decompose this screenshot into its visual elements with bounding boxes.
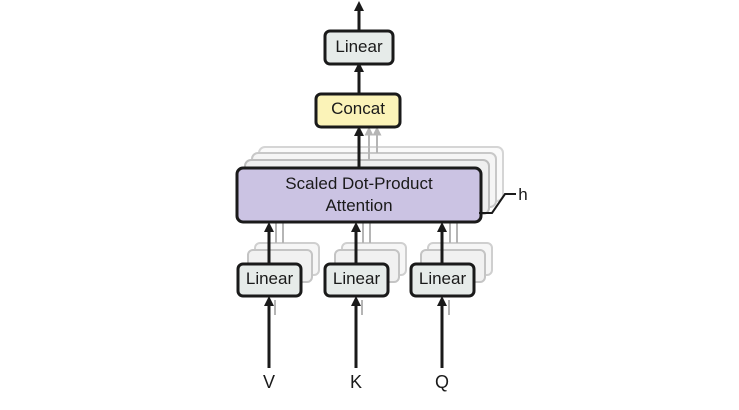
heads-label: h: [518, 185, 528, 204]
concat-box: [314, 92, 402, 129]
input-v-label: V: [262, 372, 275, 392]
linear-q-box: [409, 262, 476, 298]
linear-k-label: Linear: [332, 269, 381, 288]
attention-label-line2: Attention: [325, 196, 393, 215]
top-linear-box: [323, 29, 395, 66]
heads-bracket-icon: [479, 193, 516, 214]
main-arrows: [264, 1, 447, 368]
attention-label-line1: Scaled Dot-Product: [285, 174, 433, 193]
linear-q-label: Linear: [418, 269, 467, 288]
input-k-label: K: [349, 372, 362, 392]
top-linear-label: Linear: [335, 37, 383, 56]
linear-v-box: [236, 262, 303, 298]
linear-k-box: [323, 262, 390, 298]
attention-box: [235, 166, 483, 224]
concat-label: Concat: [331, 99, 385, 118]
input-q-label: Q: [434, 372, 449, 392]
linear-v-label: Linear: [245, 269, 294, 288]
